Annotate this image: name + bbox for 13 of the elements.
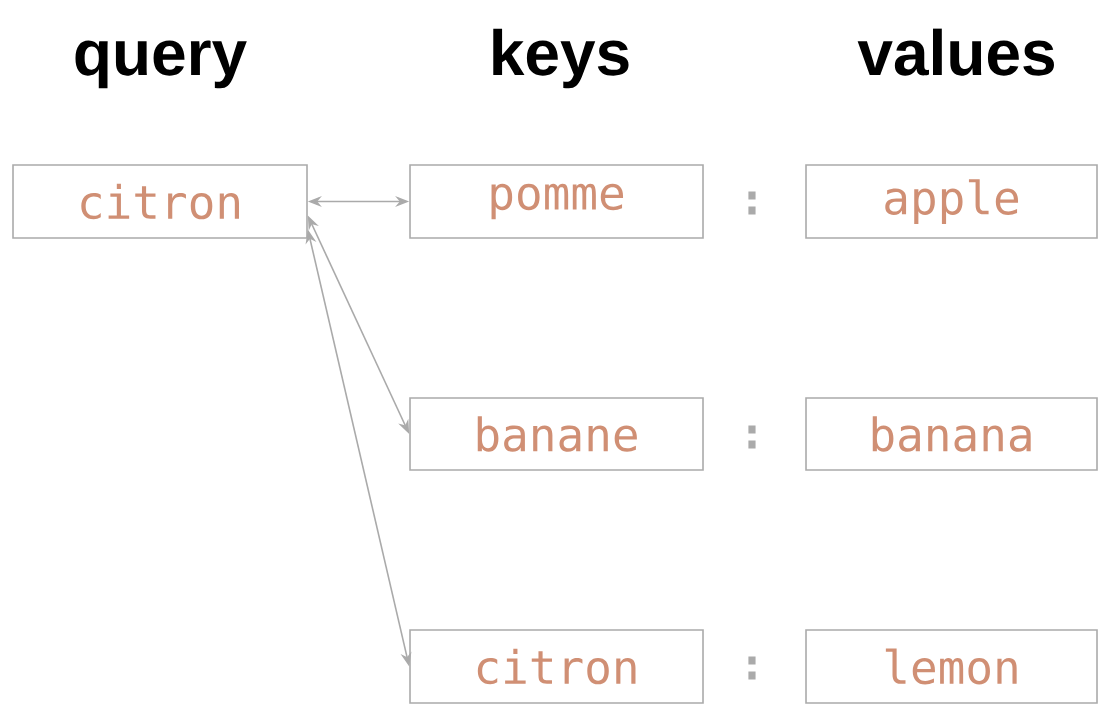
word-box: banane bbox=[409, 397, 704, 471]
word-box: apple bbox=[805, 164, 1098, 239]
word-box: citron bbox=[409, 629, 704, 704]
separator-colon: : bbox=[748, 656, 756, 680]
column-heading: keys bbox=[493, 28, 629, 89]
word-box: banana bbox=[805, 397, 1098, 471]
separator-colon: : bbox=[748, 425, 756, 449]
word-box: lemon bbox=[805, 629, 1098, 704]
word-box: pomme bbox=[409, 164, 704, 239]
column-heading: values bbox=[857, 28, 1054, 76]
column-heading: query bbox=[75, 40, 247, 89]
word-box: citron bbox=[12, 164, 308, 239]
separator-colon: : bbox=[748, 191, 756, 215]
